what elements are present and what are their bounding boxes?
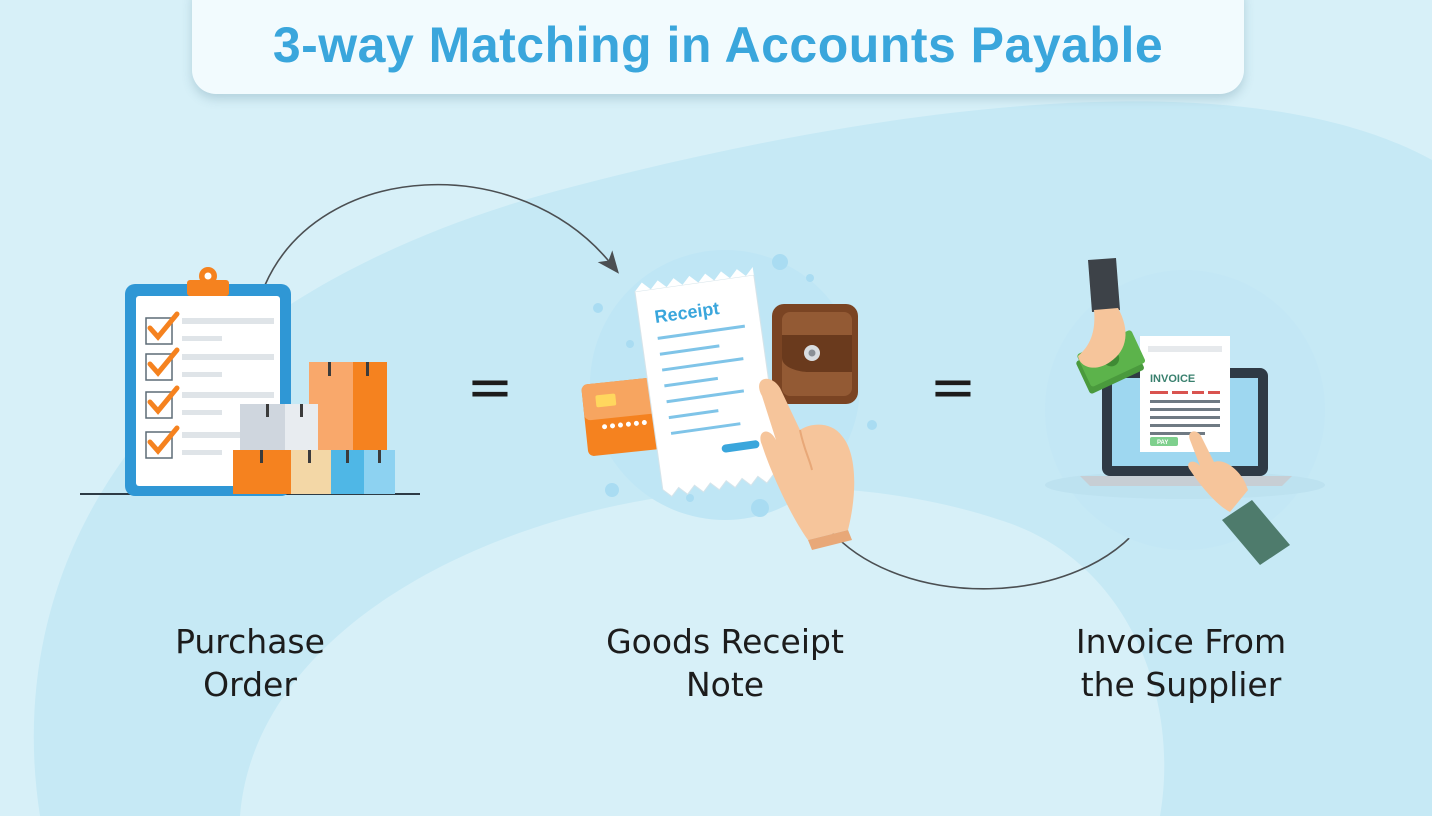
wallet-icon	[772, 304, 858, 404]
step-label-invoice: Invoice From the Supplier	[1075, 622, 1287, 704]
pointing-hand-icon	[759, 378, 855, 550]
giving-hand-icon	[1078, 258, 1126, 368]
checkbox-icon-group	[145, 311, 180, 459]
receipt-wallet-illustration: Receipt	[581, 250, 877, 550]
equals-sign-1: =	[467, 355, 514, 420]
invoice-laptop-illustration: INVOICE PAY	[1045, 258, 1325, 565]
receipt-icon: Receipt	[634, 266, 784, 498]
invoice-document-icon: INVOICE PAY	[1140, 336, 1230, 452]
title-banner: 3-way Matching in Accounts Payable	[192, 0, 1244, 94]
receiving-hand-icon	[1188, 431, 1290, 565]
invoice-heading: INVOICE	[1150, 373, 1195, 385]
step-label-goods-receipt-note: Goods Receipt Note	[606, 622, 844, 704]
boxes-stack	[233, 362, 395, 494]
step-label-purchase-order: Purchase Order	[175, 622, 325, 704]
clipboard-boxes-illustration	[80, 267, 420, 496]
flow-arrow-2	[829, 510, 1152, 590]
pay-button-label: PAY	[1157, 440, 1168, 446]
equals-sign-2: =	[930, 355, 977, 420]
flow-arrow-1	[264, 183, 620, 286]
page-title: 3-way Matching in Accounts Payable	[272, 17, 1164, 73]
